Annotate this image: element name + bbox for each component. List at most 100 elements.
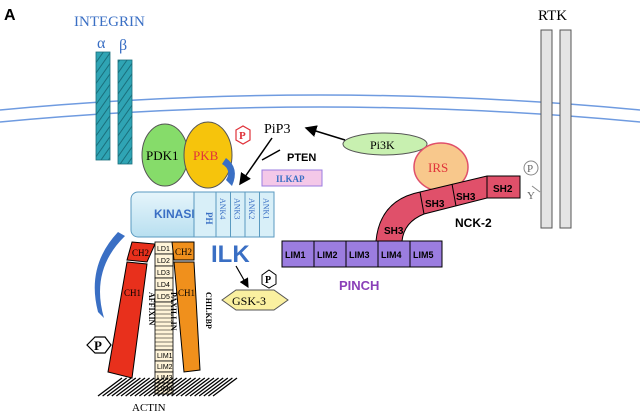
pinch-label: PINCH [339,278,379,293]
paxillin-domain-label: LD3 [157,270,170,277]
ank-repeat-label: ANK1 [262,198,271,219]
actin-strand [102,377,127,397]
pi3k-to-pip3-arrow [304,125,346,141]
actin-strand [148,377,173,397]
paxillin-domain-label: LIM1 [157,353,173,360]
actin-strand [194,377,219,397]
actin-strand [152,377,178,397]
ank-repeat-label: ANK3 [233,198,242,219]
actin-strand [120,377,146,397]
pinch-lim-box [377,240,411,268]
pinch-lim-box [313,240,347,268]
ank-repeat-label: ANK2 [247,198,256,219]
alpha-label: α [97,35,106,52]
pkb-blue-arrow [222,158,235,186]
pinch-lim-label: LIM2 [317,250,338,260]
nck2-adaptor [375,175,521,242]
chilkbp-ch1: CH1 [178,288,195,298]
pi3k-label: Pi3K [370,138,395,152]
affixin-phospho-label: P [94,338,102,353]
paxillin-domain-label: LIM3 [157,375,173,382]
actin-strand [175,377,201,397]
gsk3-node [221,289,289,311]
pinch-lim-domains: LIM1 LIM2 LIM3 LIM4 LIM5 [281,240,443,268]
gsk3-label: GSK-3 [232,294,266,308]
pkb-label: PKB [193,148,219,163]
pinch-lim-label: LIM3 [349,250,370,260]
pinch-lim-label: LIM5 [413,250,434,260]
rtk-label: RTK [538,8,567,24]
pdk1-label: PDK1 [146,148,179,163]
ilkap-box [261,169,323,187]
chilkbp-protein [171,241,201,373]
paxillin-domain-label: LIM2 [157,364,173,371]
irs-label: IRS [428,160,448,175]
actin-strand [111,377,137,397]
ank-repeat-box [259,191,275,238]
affixin-protein [107,241,156,379]
rtk-phospho-label: P [527,163,533,175]
actin-strand [180,377,206,397]
ilk-label: ILK [211,241,250,268]
affixin-label: AFFIXIN [147,292,156,326]
actin-strand [97,377,123,397]
actin-strand [198,377,224,397]
nck2-sh3-b: SH3 [425,199,445,210]
paxillin-label: PAXILLIN [169,292,178,331]
chilkbp-label: CHILKBP [204,292,213,329]
ilk-ph-label: PH [204,212,214,225]
ank-repeat-label: ANK4 [218,198,227,219]
gsk3-phospho-hexagon [261,269,277,289]
ilk-ankyrin-repeats: ANK4 ANK3 ANK2 ANK1 [215,191,275,238]
paxillin-domain-label: LD5 [157,294,170,301]
pten-inhibit-line [261,149,281,161]
nck2-sh2: SH2 [493,184,513,195]
affixin-phospho-hexagon [86,336,112,354]
panel-label: A [4,7,16,24]
integrin-alpha-subunit [95,51,111,161]
actin-strand [208,377,233,397]
beta-label: β [119,37,127,54]
integrin-beta-subunit [117,59,133,165]
paxillin-domain-label: LD2 [157,258,170,265]
nck2-sh3-c: SH3 [456,192,476,203]
rtk-phospho-circle [523,160,539,176]
pkb-phospho-label: P [239,130,246,142]
nck2-label: NCK-2 [455,216,492,230]
actin-filaments [97,377,238,397]
paxillin-domain-label: LIM4 [157,386,173,393]
actin-strand [171,377,196,397]
integrin-label: INTEGRIN [74,14,145,30]
pkb-phospho-hexagon [235,125,251,145]
affixin-blue-arrow [94,232,125,318]
actin-strand [143,377,169,397]
actin-strand [203,377,229,397]
pinch-lim-box [409,240,443,268]
pi3k-node [342,132,428,156]
ilkap-label: ILKAP [276,174,305,184]
rtk-tyrosine-label: Y [527,190,535,202]
actin-strand [162,377,187,397]
rtk-right-chain [559,29,572,229]
rtk-left-chain [540,29,553,229]
actin-strand [166,377,192,397]
actin-strand [116,377,141,397]
actin-strand [125,377,150,397]
pkb-node [183,121,233,189]
chilkbp-ch2: CH2 [175,247,192,257]
actin-label: ACTIN [132,402,166,414]
actin-strand [106,377,132,397]
nck2-sh3-a: SH3 [384,226,404,237]
actin-strand [139,377,164,397]
actin-strand [134,377,160,397]
actin-strand [212,377,238,397]
pten-label: PTEN [287,152,316,164]
actin-strand [189,377,215,397]
pinch-lim-label: LIM1 [285,250,306,260]
pip3-label: PiP3 [264,122,290,137]
pinch-lim-label: LIM4 [381,250,402,260]
paxillin-domain-label: LD4 [157,282,170,289]
